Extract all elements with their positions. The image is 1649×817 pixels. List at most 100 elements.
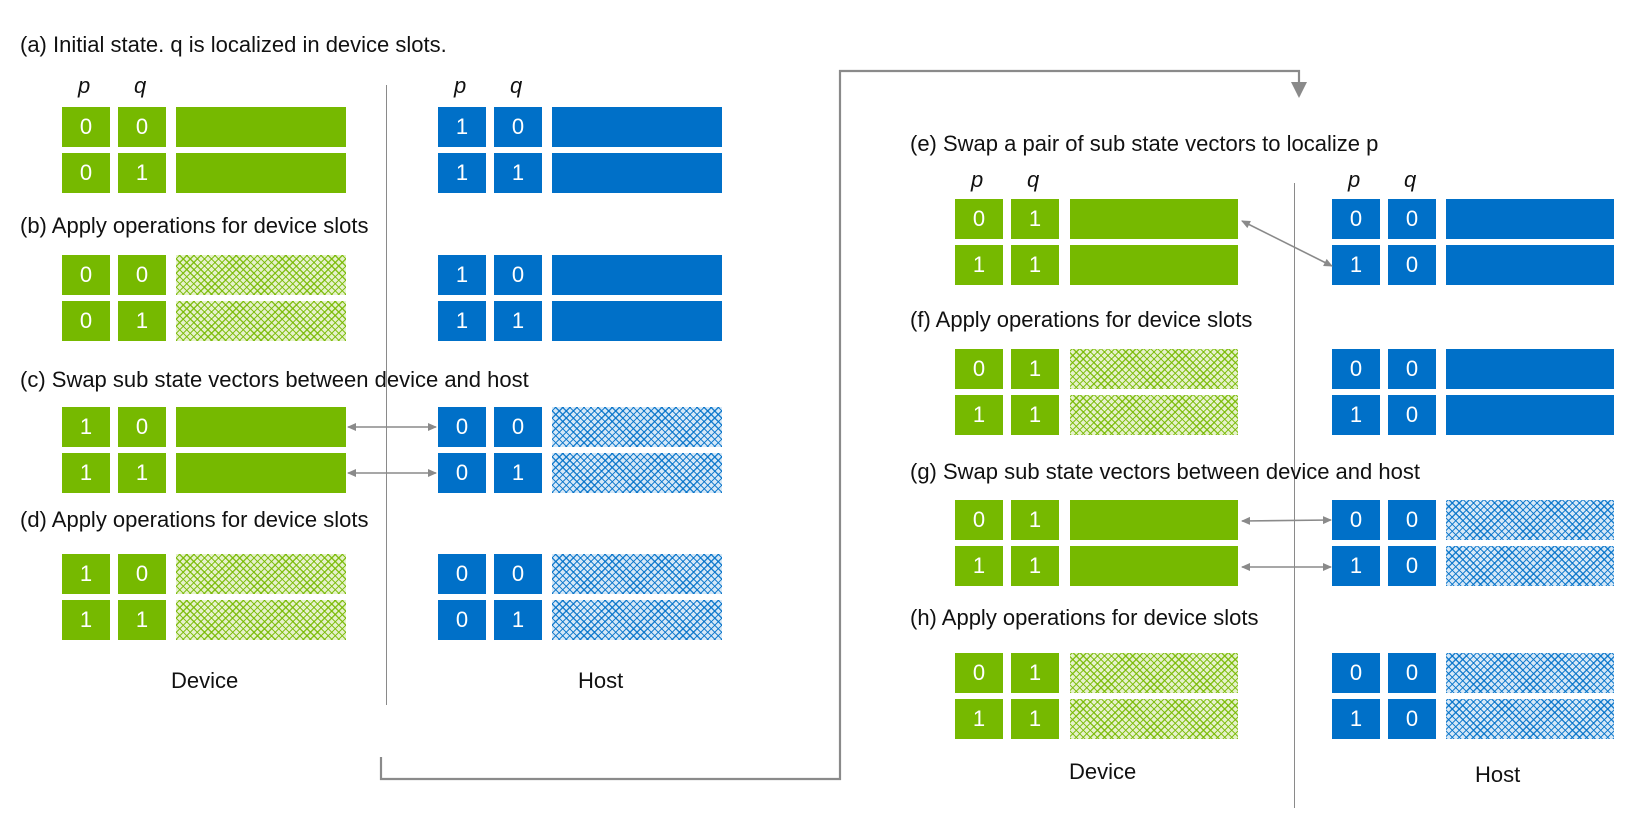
device-p-bit-e-1: 1 xyxy=(955,245,1003,285)
device-q-bit-g-0: 1 xyxy=(1011,500,1059,540)
host-p-bit-f-0: 0 xyxy=(1332,349,1380,389)
device-state-vector-bar-h-0 xyxy=(1070,653,1238,693)
device-state-vector-bar-d-0 xyxy=(176,554,346,594)
device-p-bit-c-1: 1 xyxy=(62,453,110,493)
device-q-bit-b-1: 1 xyxy=(118,301,166,341)
host-state-vector-bar-g-0 xyxy=(1446,500,1614,540)
host-q-bit-e-1: 0 xyxy=(1388,245,1436,285)
device-q-bit-b-0: 0 xyxy=(118,255,166,295)
host-q-bit-c-1: 1 xyxy=(494,453,542,493)
column-header-p-device-e: p xyxy=(971,167,984,192)
device-state-vector-bar-b-0 xyxy=(176,255,346,295)
device-state-vector-bar-b-1 xyxy=(176,301,346,341)
device-state-vector-bar-g-0 xyxy=(1070,500,1238,540)
device-p-bit-h-0: 0 xyxy=(955,653,1003,693)
device-state-vector-bar-e-0 xyxy=(1070,199,1238,239)
host-state-vector-bar-e-0 xyxy=(1446,199,1614,239)
host-q-bit-b-1: 1 xyxy=(494,301,542,341)
panel-label-a: (a) Initial state. q is localized in dev… xyxy=(20,32,447,57)
host-p-bit-g-1: 1 xyxy=(1332,546,1380,586)
host-q-bit-c-0: 0 xyxy=(494,407,542,447)
device-q-bit-g-1: 1 xyxy=(1011,546,1059,586)
device-state-vector-bar-h-1 xyxy=(1070,699,1238,739)
host-q-bit-f-1: 0 xyxy=(1388,395,1436,435)
device-q-bit-d-0: 0 xyxy=(118,554,166,594)
device-q-bit-d-1: 1 xyxy=(118,600,166,640)
host-state-vector-bar-e-1 xyxy=(1446,245,1614,285)
device-p-bit-d-1: 1 xyxy=(62,600,110,640)
host-state-vector-bar-f-1 xyxy=(1446,395,1614,435)
device-q-bit-e-0: 1 xyxy=(1011,199,1059,239)
footer-device-label-right: Device xyxy=(1069,759,1137,784)
device-state-vector-bar-a-0 xyxy=(176,107,346,147)
device-p-bit-e-0: 0 xyxy=(955,199,1003,239)
panel-label-e: (e) Swap a pair of sub state vectors to … xyxy=(910,131,1379,156)
host-p-bit-e-1: 1 xyxy=(1332,245,1380,285)
host-p-bit-h-1: 1 xyxy=(1332,699,1380,739)
swap-arrow-g-0 xyxy=(1241,516,1332,525)
host-state-vector-bar-h-1 xyxy=(1446,699,1614,739)
host-p-bit-b-1: 1 xyxy=(438,301,486,341)
device-p-bit-g-0: 0 xyxy=(955,500,1003,540)
column-header-q-device-e: q xyxy=(1027,167,1040,192)
host-q-bit-e-0: 0 xyxy=(1388,199,1436,239)
host-state-vector-bar-a-0 xyxy=(552,107,722,147)
footer-device-label-left: Device xyxy=(171,668,239,693)
host-state-vector-bar-d-0 xyxy=(552,554,722,594)
host-q-bit-f-0: 0 xyxy=(1388,349,1436,389)
host-state-vector-bar-d-1 xyxy=(552,600,722,640)
device-q-bit-h-0: 1 xyxy=(1011,653,1059,693)
host-p-bit-c-0: 0 xyxy=(438,407,486,447)
device-p-bit-a-0: 0 xyxy=(62,107,110,147)
host-q-bit-h-0: 0 xyxy=(1388,653,1436,693)
device-p-bit-b-1: 0 xyxy=(62,301,110,341)
footer-host-label-right: Host xyxy=(1475,762,1521,787)
host-p-bit-e-0: 0 xyxy=(1332,199,1380,239)
host-q-bit-d-0: 0 xyxy=(494,554,542,594)
column-header-p-host-e: p xyxy=(1348,167,1361,192)
host-p-bit-d-1: 0 xyxy=(438,600,486,640)
host-state-vector-bar-b-0 xyxy=(552,255,722,295)
panel-label-h: (h) Apply operations for device slots xyxy=(910,605,1259,630)
host-p-bit-h-0: 0 xyxy=(1332,653,1380,693)
host-q-bit-a-1: 1 xyxy=(494,153,542,193)
column-header-q-host-e: q xyxy=(1404,167,1417,192)
device-p-bit-a-1: 0 xyxy=(62,153,110,193)
device-q-bit-c-1: 1 xyxy=(118,453,166,493)
host-q-bit-d-1: 1 xyxy=(494,600,542,640)
device-q-bit-f-0: 1 xyxy=(1011,349,1059,389)
device-q-bit-a-1: 1 xyxy=(118,153,166,193)
device-p-bit-b-0: 0 xyxy=(62,255,110,295)
host-q-bit-g-0: 0 xyxy=(1388,500,1436,540)
host-p-bit-f-1: 1 xyxy=(1332,395,1380,435)
host-state-vector-bar-c-0 xyxy=(552,407,722,447)
host-state-vector-bar-b-1 xyxy=(552,301,722,341)
host-q-bit-a-0: 0 xyxy=(494,107,542,147)
device-host-divider-right xyxy=(1294,183,1295,808)
panel-label-c: (c) Swap sub state vectors between devic… xyxy=(20,367,529,392)
device-p-bit-h-1: 1 xyxy=(955,699,1003,739)
device-state-vector-bar-f-0 xyxy=(1070,349,1238,389)
panel-label-f: (f) Apply operations for device slots xyxy=(910,307,1253,332)
host-q-bit-g-1: 0 xyxy=(1388,546,1436,586)
host-state-vector-bar-h-0 xyxy=(1446,653,1614,693)
host-state-vector-bar-g-1 xyxy=(1446,546,1614,586)
host-state-vector-bar-f-0 xyxy=(1446,349,1614,389)
device-state-vector-bar-d-1 xyxy=(176,600,346,640)
column-header-p-host-a: p xyxy=(454,73,467,98)
device-state-vector-bar-e-1 xyxy=(1070,245,1238,285)
column-header-q-host-a: q xyxy=(510,73,523,98)
host-q-bit-b-0: 0 xyxy=(494,255,542,295)
host-state-vector-bar-a-1 xyxy=(552,153,722,193)
device-p-bit-c-0: 1 xyxy=(62,407,110,447)
device-p-bit-g-1: 1 xyxy=(955,546,1003,586)
swap-arrow-e-diagonal xyxy=(1241,220,1333,267)
device-state-vector-bar-c-0 xyxy=(176,407,346,447)
host-p-bit-a-1: 1 xyxy=(438,153,486,193)
host-p-bit-c-1: 0 xyxy=(438,453,486,493)
device-state-vector-bar-f-1 xyxy=(1070,395,1238,435)
device-p-bit-d-0: 1 xyxy=(62,554,110,594)
device-host-divider-left xyxy=(386,85,387,705)
panel-label-g: (g) Swap sub state vectors between devic… xyxy=(910,459,1420,484)
